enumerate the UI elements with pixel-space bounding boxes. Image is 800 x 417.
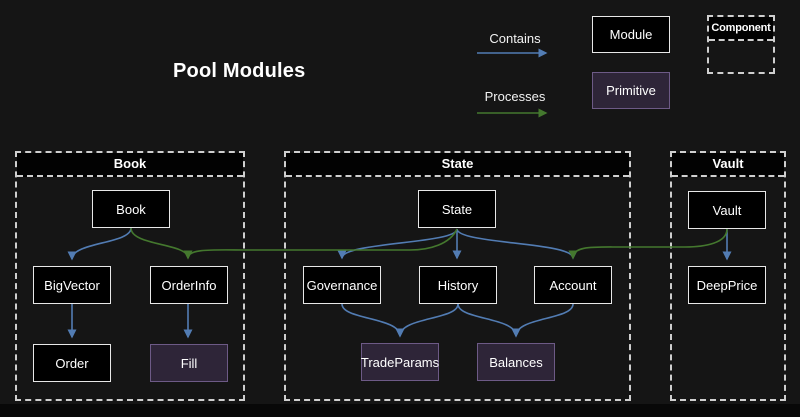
node-deepprice-label: DeepPrice: [696, 277, 758, 293]
legend-module-label: Module: [609, 27, 653, 42]
node-balances: Balances: [477, 343, 555, 381]
node-vault: Vault: [688, 191, 766, 229]
cluster-book: Book: [15, 151, 245, 401]
cluster-state-title: State: [286, 153, 629, 177]
node-bigvector: BigVector: [33, 266, 111, 304]
node-history-label: History: [437, 277, 479, 293]
legend-component-box: Component: [707, 15, 775, 74]
legend-contains-label: Contains: [489, 31, 541, 46]
node-order-label: Order: [55, 355, 89, 371]
legend-component-label: Component: [709, 17, 773, 41]
page-title: Pool Modules: [173, 60, 306, 82]
node-bigvector-label: BigVector: [44, 277, 100, 293]
node-state: State: [418, 190, 496, 228]
node-state-label: State: [441, 201, 473, 217]
cluster-vault: Vault: [670, 151, 786, 401]
node-book-label: Book: [116, 201, 146, 217]
node-tradeparams-label: TradeParams: [360, 354, 440, 370]
legend-module-box: Module: [592, 16, 670, 53]
node-fill-label: Fill: [180, 355, 198, 371]
node-orderinfo-label: OrderInfo: [161, 277, 217, 293]
node-fill: Fill: [150, 344, 228, 382]
node-governance-label: Governance: [306, 277, 378, 293]
node-governance: Governance: [303, 266, 381, 304]
node-order: Order: [33, 344, 111, 382]
node-orderinfo: OrderInfo: [150, 266, 228, 304]
cluster-book-title: Book: [17, 153, 243, 177]
node-book: Book: [92, 190, 170, 228]
node-tradeparams: TradeParams: [361, 343, 439, 381]
node-deepprice: DeepPrice: [688, 266, 766, 304]
cluster-vault-title: Vault: [672, 153, 784, 177]
cluster-state: State: [284, 151, 631, 401]
node-history: History: [419, 266, 497, 304]
node-account: Account: [534, 266, 612, 304]
legend-primitive-box: Primitive: [592, 72, 670, 109]
legend-primitive-label: Primitive: [606, 83, 656, 98]
node-vault-label: Vault: [712, 202, 742, 218]
node-balances-label: Balances: [489, 354, 543, 370]
legend-processes-label: Processes: [484, 89, 546, 104]
node-account-label: Account: [549, 277, 597, 293]
bottom-strip: [0, 404, 800, 417]
